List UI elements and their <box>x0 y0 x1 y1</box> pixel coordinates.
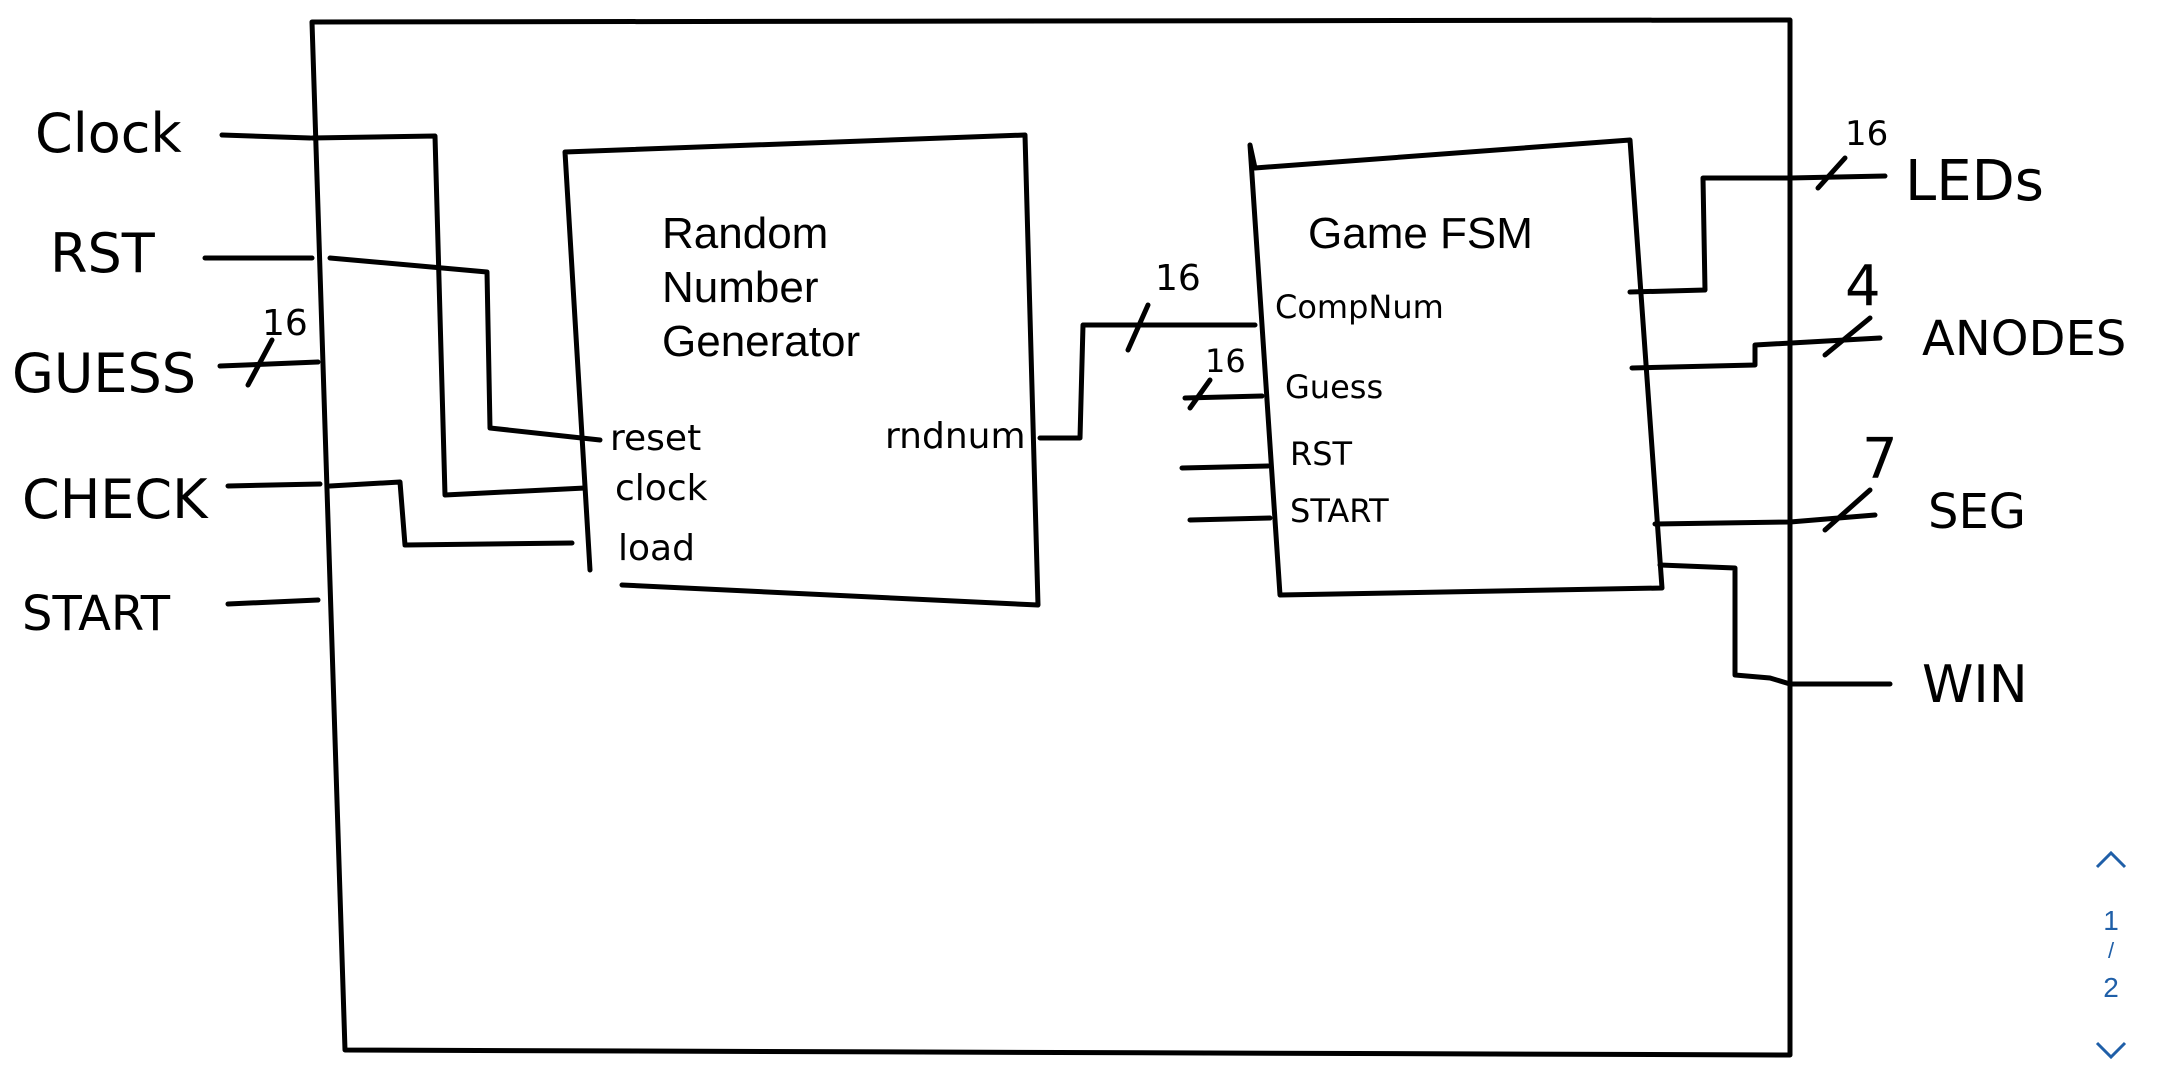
chevron-up-icon[interactable] <box>2078 840 2144 880</box>
guess-bus-width: 16 <box>262 303 308 344</box>
rndnum-to-compnum-wire <box>1037 322 1258 441</box>
rndnum-bus-width: 16 <box>1155 258 1201 299</box>
rng-port-rndnum: rndnum <box>885 416 1026 457</box>
check-input-wire <box>225 481 323 489</box>
rng-title-line-2: Number <box>662 263 819 312</box>
rng-port-clock: clock <box>615 468 708 509</box>
fsm-port-rst: RST <box>1290 435 1353 473</box>
bus-slash-seg <box>1822 487 1873 533</box>
fsm-port-start: START <box>1290 492 1389 530</box>
guess-input-wire <box>217 359 321 369</box>
fsm-start-wire <box>1187 515 1273 523</box>
seg-wire <box>1652 512 1878 527</box>
input-label-rst: RST <box>50 222 156 285</box>
input-label-start: START <box>22 586 171 642</box>
input-label-guess: GUESS <box>12 342 196 405</box>
fsm-guess-bus-width: 16 <box>1205 342 1246 380</box>
rng-title-line-1: Random <box>662 209 828 258</box>
rng-block <box>562 132 1041 608</box>
top-module-box <box>309 17 1793 1058</box>
output-label-win: WIN <box>1922 655 2028 715</box>
win-wire <box>1657 562 1893 687</box>
input-label-clock: Clock <box>35 102 182 165</box>
clock-route <box>309 133 588 498</box>
check-route <box>327 479 575 548</box>
rng-port-load: load <box>618 528 695 569</box>
fsm-rst-wire <box>1179 463 1271 471</box>
rng-title-line-3: Generator <box>662 317 860 366</box>
page-navigator: 1 / 2 <box>2078 840 2144 1070</box>
anodes-bus-width: 4 <box>1845 254 1881 319</box>
page-total: 2 <box>2103 972 2119 1003</box>
rng-port-reset: reset <box>610 418 701 459</box>
leds-wire <box>1627 173 1888 295</box>
leds-bus-width: 16 <box>1845 114 1888 154</box>
bus-slash-compnum <box>1125 302 1151 353</box>
output-label-seg: SEG <box>1928 484 2026 540</box>
clock-input-wire <box>219 132 313 141</box>
seg-bus-width: 7 <box>1862 427 1898 492</box>
page-separator: / <box>2107 938 2115 963</box>
page-current: 1 <box>2103 905 2119 936</box>
fsm-port-guess: Guess <box>1285 368 1383 406</box>
output-label-leds: LEDs <box>1905 149 2044 214</box>
chevron-down-icon[interactable] <box>2078 1030 2144 1070</box>
fsm-block <box>1247 137 1665 598</box>
fsm-port-compnum: CompNum <box>1275 288 1444 326</box>
anodes-wire <box>1629 335 1883 371</box>
bus-slash-guess <box>245 337 275 388</box>
bus-slash-fsm-guess <box>1187 377 1213 411</box>
rst-route <box>327 255 603 443</box>
bus-slash-anodes <box>1822 315 1873 358</box>
bus-slash-leds <box>1815 155 1848 191</box>
fsm-title: Game FSM <box>1308 209 1533 258</box>
output-label-anodes: ANODES <box>1922 311 2126 367</box>
input-label-check: CHECK <box>22 468 209 531</box>
start-input-wire <box>225 597 321 607</box>
